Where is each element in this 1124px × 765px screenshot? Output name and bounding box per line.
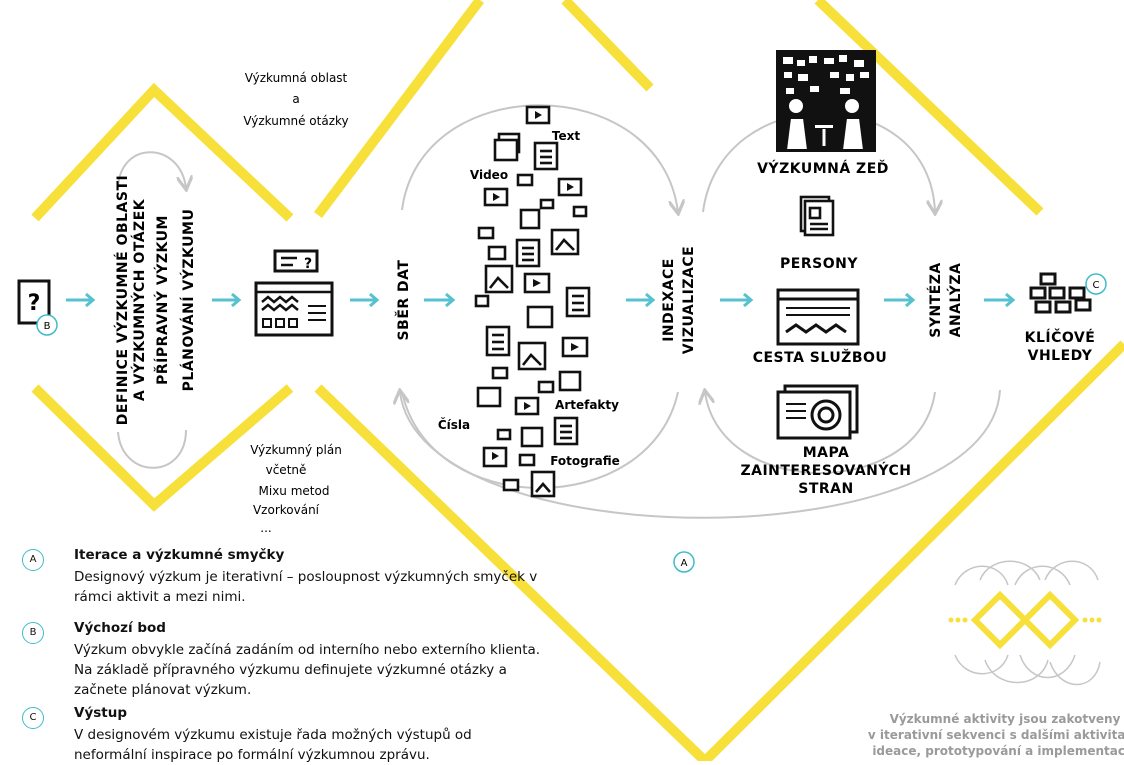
key-insights-label-1: KLÍČOVÉ bbox=[1025, 328, 1096, 346]
question-card-icon: ? bbox=[273, 249, 319, 273]
research-area-text: Výzkumná oblast bbox=[245, 71, 348, 85]
svg-text:?: ? bbox=[304, 256, 312, 272]
synthesis-label: SYNTÉZA bbox=[927, 262, 944, 338]
research-questions-text: Výzkumné otázky bbox=[243, 114, 348, 128]
research-wall-label: VÝZKUMNÁ ZEĎ bbox=[757, 159, 889, 177]
legend-badge-c: C bbox=[22, 707, 44, 729]
question-document-icon: ? bbox=[17, 279, 51, 325]
data-items-icons bbox=[474, 105, 591, 498]
research-wall-icon bbox=[776, 50, 876, 152]
data-collection-label: SBĚR DAT bbox=[395, 260, 412, 341]
stakeholder-map-icon bbox=[776, 384, 859, 440]
plan-line-4: Vzorkování bbox=[253, 503, 320, 517]
svg-text:B: B bbox=[44, 321, 51, 332]
stakeholder-label-3: STRAN bbox=[798, 481, 853, 497]
data-type-artifacts: Artefakty bbox=[555, 398, 619, 412]
badge-a-diagram: A bbox=[673, 551, 695, 573]
note-line-2: v iterativní sekvenci s dalšími aktivita… bbox=[868, 728, 1124, 742]
flow-arrows bbox=[66, 292, 1016, 308]
customer-journey-icon bbox=[776, 288, 860, 346]
iteration-loops bbox=[117, 104, 1001, 519]
key-insights-label-2: VHLEDY bbox=[1028, 348, 1093, 364]
badge-c: C bbox=[1085, 273, 1107, 295]
plan-line-2: včetně bbox=[266, 463, 307, 477]
research-area-and-text: a bbox=[292, 92, 299, 106]
research-plan-board-icon bbox=[254, 281, 334, 337]
legend-title-starting-point: Výchozí bod bbox=[74, 620, 166, 636]
planning-label: PLÁNOVÁNÍ VÝZKUMU bbox=[179, 209, 197, 392]
legend-title-output: Výstup bbox=[74, 705, 128, 721]
plan-line-5: ... bbox=[260, 521, 271, 535]
plan-line-3: Mixu metod bbox=[259, 484, 330, 498]
data-type-photos: Fotografie bbox=[550, 454, 620, 468]
svg-text:A: A bbox=[681, 558, 688, 569]
legend-body-output: V designovém výzkumu existuje řada možný… bbox=[74, 727, 472, 763]
badge-b: B bbox=[36, 314, 58, 336]
prep-research-label: PŘÍPRAVNÝ VÝZKUM bbox=[153, 215, 171, 385]
legend-title-iterations: Iterace a výzkumné smyčky bbox=[74, 547, 285, 563]
legend-body-iterations: Designový výzkum je iterativní – posloup… bbox=[74, 569, 538, 605]
data-type-text: Text bbox=[552, 129, 580, 143]
visualization-label: VIZUALIZACE bbox=[681, 246, 697, 354]
stakeholder-label-2: ZAINTERESOVANÝCH bbox=[740, 461, 911, 479]
stakeholder-label-1: MAPA bbox=[803, 445, 850, 461]
analysis-label: ANALÝZA bbox=[946, 263, 964, 338]
personas-label: PERSONY bbox=[780, 256, 858, 272]
definition-label-2: A VÝZKUMNÝCH OTÁZEK bbox=[130, 198, 148, 401]
legend-badge-b: B bbox=[22, 622, 44, 644]
definition-label-1: DEFINICE VÝZKUMNÉ OBLASTI bbox=[113, 175, 131, 425]
legend-badge-a: A bbox=[22, 549, 44, 571]
plan-line-1: Výzkumný plán bbox=[250, 443, 342, 457]
note-line-1: Výzkumné aktivity jsou zakotveny bbox=[890, 712, 1121, 726]
indexing-label: INDEXACE bbox=[661, 258, 677, 342]
personas-icon bbox=[799, 195, 835, 237]
key-insights-icon bbox=[1029, 272, 1092, 314]
data-type-video: Video bbox=[470, 168, 508, 182]
customer-journey-label: CESTA SLUŽBOU bbox=[753, 349, 888, 366]
svg-text:?: ? bbox=[28, 291, 41, 316]
data-type-numbers: Čísla bbox=[438, 417, 470, 432]
iteration-sequence-mini-diagram bbox=[948, 560, 1102, 686]
note-line-3: ideace, prototypování a implementace. bbox=[872, 744, 1124, 758]
legend-body-starting-point: Výzkum obvykle začíná zadáním od interní… bbox=[74, 642, 541, 698]
svg-text:C: C bbox=[1093, 280, 1100, 291]
